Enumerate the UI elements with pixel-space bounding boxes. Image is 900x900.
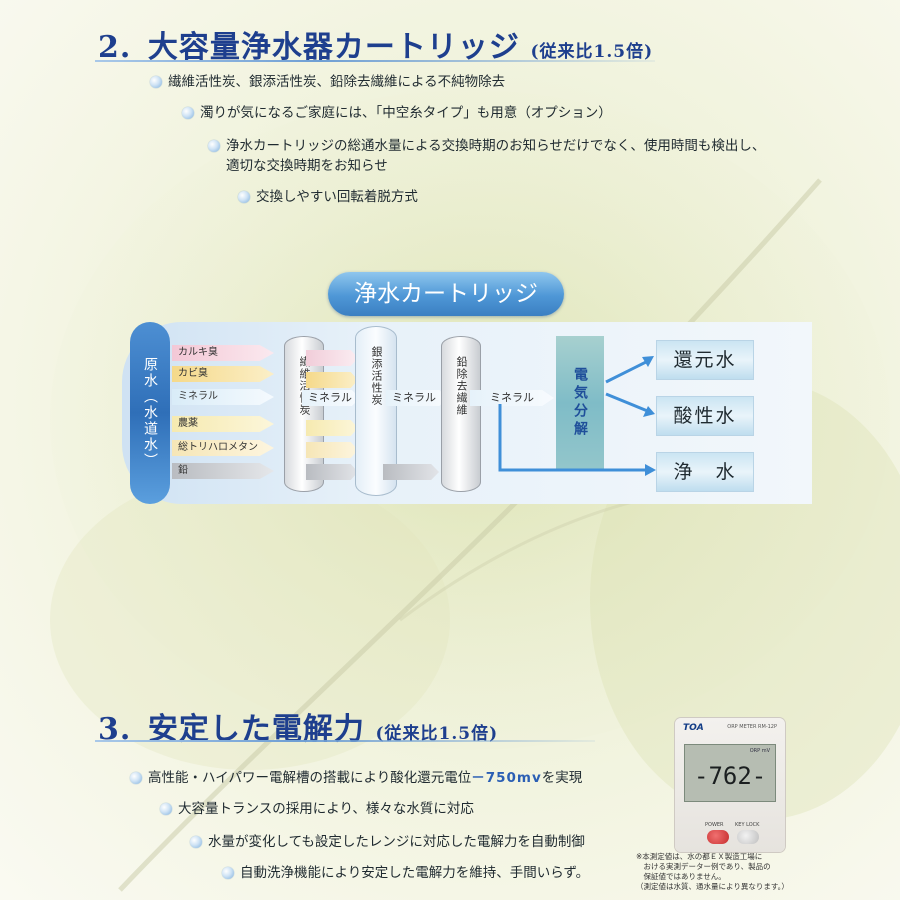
bullet-dot-icon (130, 772, 142, 784)
key-lock-button (737, 830, 759, 844)
pass-arrow-mineral-3: ミネラル (470, 390, 554, 406)
meter-model: ORP METER RM-12P (727, 724, 777, 730)
section3-subtitle: (従来比1.5倍) (375, 724, 499, 744)
bullet-dot-icon (238, 191, 250, 203)
meter-mode: ORP mV (749, 748, 770, 754)
orp-value: －750mv (471, 770, 542, 786)
pass-arrow-4 (306, 442, 358, 458)
section2-number: 2. (98, 30, 132, 65)
measurement-note: ※本測定値は、水の都ＥＸ製造工場に おける実測データー例であり、製品の 保証値で… (636, 852, 789, 891)
section2-bullet-2: 濁りが気になるご家庭には、「中空糸タイプ」も用意（オプション） (182, 102, 612, 124)
output-reduced-water: 還元水 (656, 340, 754, 380)
pass-arrow-mineral-2: ミネラル (386, 390, 448, 406)
section2-bullet-3: 浄水カートリッジの総通水量による交換時期のお知らせだけでなく、使用時間も検出し、 (208, 135, 765, 157)
impurity-arrow-mold: カビ臭 (172, 366, 274, 382)
impurity-arrow-chlorine: カルキ臭 (172, 345, 274, 361)
pass-arrow-3 (306, 420, 358, 436)
pass-arrow-1 (306, 350, 358, 366)
section2-bullet-4: 交換しやすい回転着脱方式 (238, 186, 418, 208)
section2-heading: 2. 大容量浄水器カートリッジ (従来比1.5倍) (98, 22, 653, 66)
section3-underline (95, 740, 595, 742)
output-acidic-water: 酸性水 (656, 396, 754, 436)
bullet-dot-icon (150, 76, 162, 88)
meter-display: ORP mV -762- (684, 744, 776, 802)
impurity-arrow-pesticide: 農薬 (172, 416, 274, 432)
pass-arrow-5 (383, 464, 439, 480)
power-label: POWER (705, 822, 724, 828)
meter-brand: TOA (683, 723, 704, 733)
orp-meter: TOA ORP METER RM-12P ORP mV -762- POWER … (675, 718, 785, 852)
bullet-dot-icon (190, 836, 202, 848)
output-purified-water: 浄 水 (656, 452, 754, 492)
pass-arrow-mineral-1: ミネラル (302, 390, 360, 406)
meter-reading: -762- (694, 762, 767, 790)
filter-lead-removal: 鉛除去繊維 (441, 336, 481, 492)
impurity-arrow-thm: 総トリハロメタン (172, 440, 274, 456)
impurity-arrow-lead: 鉛 (172, 463, 274, 479)
section2-subtitle: (従来比1.5倍) (530, 42, 654, 62)
source-water-label: 原水（水道水） (130, 322, 170, 504)
filter-silver-carbon: 銀添活性炭 (355, 326, 397, 496)
section3-bullet-2: 大容量トランスの採用により、様々な水質に対応 (160, 798, 474, 820)
power-button (707, 830, 729, 844)
impurity-arrow-mineral: ミネラル (172, 389, 274, 405)
bullet-dot-icon (160, 803, 172, 815)
bullet-dot-icon (208, 140, 220, 152)
diagram-title: 浄水カートリッジ (328, 272, 564, 316)
lock-label: KEY LOCK (735, 822, 760, 828)
bullet-dot-icon (182, 107, 194, 119)
section2-underline (95, 60, 655, 62)
electrolysis-box: 電気分解 (556, 336, 604, 470)
section2-bullet-1: 繊維活性炭、銀添活性炭、鉛除去繊維による不純物除去 (150, 71, 505, 93)
pass-arrow-lead (306, 464, 358, 480)
pass-arrow-2 (306, 372, 358, 388)
section3-bullet-3: 水量が変化しても設定したレンジに対応した電解力を自動制御 (190, 831, 585, 853)
section3-bullet-4: 自動洗浄機能により安定した電解力を維持、手間いらず。 (222, 862, 589, 884)
section2-bullet-3-cont: 適切な交換時期をお知らせ (226, 158, 388, 174)
section2-title: 大容量浄水器カートリッジ (147, 30, 520, 65)
bullet-dot-icon (222, 867, 234, 879)
